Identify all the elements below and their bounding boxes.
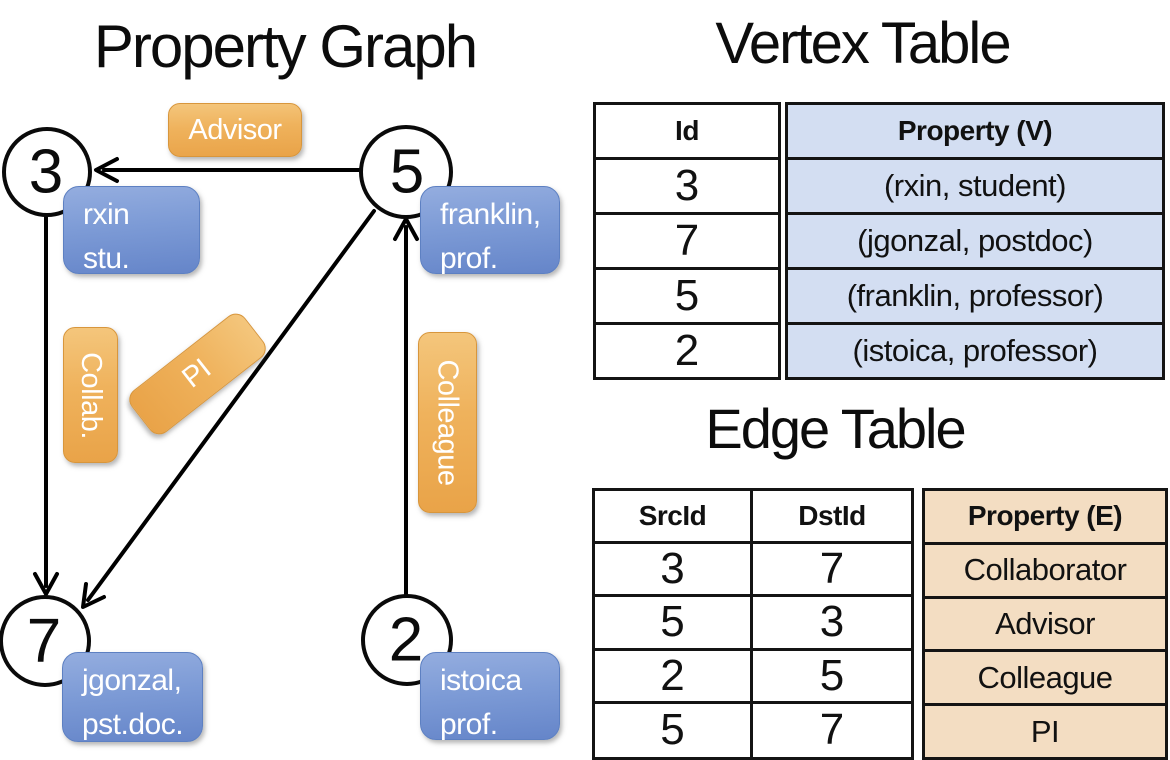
vertex-property-line: prof.	[440, 708, 498, 741]
graph-title: Property Graph	[93, 13, 478, 80]
vertex-property-box-3: rxin stu.	[63, 186, 200, 275]
arrowhead-5-7	[81, 582, 106, 609]
arrowhead-5-3	[94, 157, 119, 183]
edge-table-cell-dstid: 3	[753, 597, 911, 651]
edge-table-header-property: Property (E)	[925, 491, 1165, 545]
vertex-table-cell-property: (franklin, professor)	[788, 270, 1162, 325]
edge-table-cell-dstid: 7	[753, 544, 911, 598]
vertex-table-property-column: Property (V) (rxin, student) (jgonzal, p…	[785, 102, 1165, 380]
edge-label-collab: Collab.	[63, 327, 118, 463]
edge-table-cell-srcid: 5	[595, 703, 753, 757]
edge-line-5-7	[86, 209, 376, 602]
edge-label-advisor: Advisor	[168, 103, 302, 157]
edge-label-text: PI	[176, 352, 218, 395]
edge-label-colleague: Colleague	[418, 332, 477, 513]
edge-table-cell-dstid: 7	[819, 705, 845, 755]
vertex-property-box-5: franklin, prof.	[420, 186, 560, 275]
vertex-property-line: pst.doc.	[82, 708, 184, 741]
vertex-table-cell-id: 5	[596, 270, 778, 325]
vertex-property-line: franklin,	[440, 198, 541, 231]
edge-table-header-srcid: SrcId	[595, 491, 753, 545]
edge-table-cell-property: PI	[925, 706, 1165, 757]
edge-table-cell-property: Collaborator	[925, 544, 1165, 599]
vertex-table-cell-id: 3	[596, 160, 778, 215]
vertex-table-cell-id: 7	[596, 215, 778, 270]
edge-table-title: Edge Table	[705, 397, 966, 460]
edge-table-cell-srcid: 3	[595, 544, 753, 598]
vertex-table-cell-property: (rxin, student)	[788, 160, 1162, 215]
node-id-3: 3	[28, 137, 64, 207]
vertex-property-line: istoica	[440, 664, 522, 697]
edge-table-header-dstid: DstId	[753, 491, 911, 545]
edge-table-cell-property: Advisor	[925, 598, 1165, 653]
vertex-property-line: prof.	[440, 242, 498, 275]
vertex-table-cell-id: 2	[674, 326, 700, 375]
edge-label-text: Colleague	[432, 359, 465, 486]
vertex-property-line: rxin	[83, 198, 130, 231]
edge-table-id-columns: SrcId DstId 3 7 5 3 2 5 5 7	[592, 488, 914, 760]
edge-table-cell-property: Colleague	[925, 652, 1165, 707]
edge-table-property-column: Property (E) Collaborator Advisor Collea…	[922, 488, 1168, 760]
edge-label-text: Advisor	[188, 113, 282, 146]
vertex-table-header-property: Property (V)	[788, 105, 1162, 160]
node-id-5: 5	[389, 137, 425, 207]
vertex-property-line: stu.	[83, 242, 130, 275]
vertex-table-title: Vertex Table	[715, 11, 1011, 76]
vertex-property-box-7: jgonzal, pst.doc.	[62, 652, 203, 742]
edge-table-cell-srcid: 2	[595, 650, 753, 704]
node-id-7: 7	[26, 606, 62, 676]
edge-table-cell-dstid: 5	[753, 651, 911, 704]
vertex-table-cell-property: (istoica, professor)	[788, 325, 1162, 377]
edge-label-text: Collab.	[75, 351, 107, 439]
node-id-2: 2	[388, 605, 424, 675]
vertex-table-cell-property: (jgonzal, postdoc)	[788, 215, 1162, 270]
vertex-table-header-id: Id	[596, 105, 778, 160]
vertex-property-line: jgonzal,	[82, 664, 182, 697]
arrowhead-3-7	[33, 572, 59, 596]
vertex-property-box-2: istoica prof.	[420, 652, 560, 741]
vertex-table-id-column: Id 3 7 5 2	[593, 102, 781, 380]
edge-table-cell-srcid: 5	[595, 597, 753, 651]
